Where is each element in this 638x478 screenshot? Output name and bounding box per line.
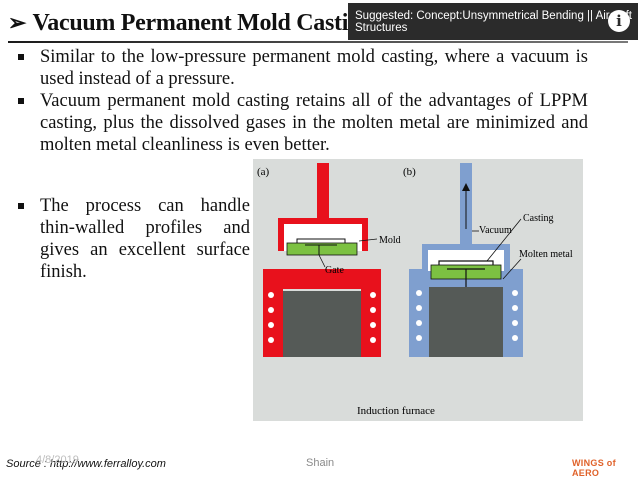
source-citation: Source : http://www.ferralloy.com <box>6 458 166 470</box>
slide-title-row: ➢ Vacuum Permanent Mold Casting <box>8 6 373 40</box>
mold-a <box>286 242 358 256</box>
suggestion-text[interactable]: Suggested: Concept:Unsymmetrical Bending… <box>355 9 632 34</box>
info-icon[interactable]: i <box>608 10 630 32</box>
mold-cavity-a <box>296 238 346 255</box>
panel-b-label: (b) <box>403 166 416 178</box>
casting-cavity-b <box>438 260 494 287</box>
arrow-bullet-icon: ➢ <box>8 10 27 35</box>
gate-label: Gate <box>325 265 344 276</box>
bullet-item: Vacuum permanent mold casting retains al… <box>14 90 588 156</box>
suggestion-banner[interactable]: Suggested: Concept:Unsymmetrical Bending… <box>348 3 638 40</box>
mold-label: Mold <box>379 235 401 246</box>
bullet-item: Similar to the low-pressure permanent mo… <box>14 46 588 90</box>
furnace-a <box>263 269 381 357</box>
vacuum-casting-diagram: (a) Mold Gate (b) Vacuum <box>253 159 583 421</box>
induction-furnace-label: Induction furnace <box>357 405 435 417</box>
molten-metal-b <box>429 287 503 357</box>
coil-dots-a <box>268 292 376 343</box>
ram-a <box>317 163 329 221</box>
slide-title: Vacuum Permanent Mold Casting <box>32 9 373 36</box>
bullet-item: The process can handle thin-walled profi… <box>14 195 250 283</box>
molten-metal-a <box>283 291 361 357</box>
brand-logo: WINGS of AERO <box>572 458 616 478</box>
diagram-svg: (a) Mold Gate (b) Vacuum <box>257 163 573 417</box>
coil-dots-b <box>416 290 518 341</box>
casting-label: Casting <box>523 213 554 224</box>
vacuum-label: Vacuum <box>479 225 512 236</box>
bullet-list: Similar to the low-pressure permanent mo… <box>14 46 588 156</box>
molten-metal-label: Molten metal <box>519 249 573 260</box>
vacuum-arrow-icon <box>462 183 470 191</box>
title-underline <box>8 41 628 43</box>
slide-date: 4/8/2019 <box>36 454 79 466</box>
slide-author: Shain <box>306 457 335 469</box>
panel-a-label: (a) <box>257 166 270 178</box>
